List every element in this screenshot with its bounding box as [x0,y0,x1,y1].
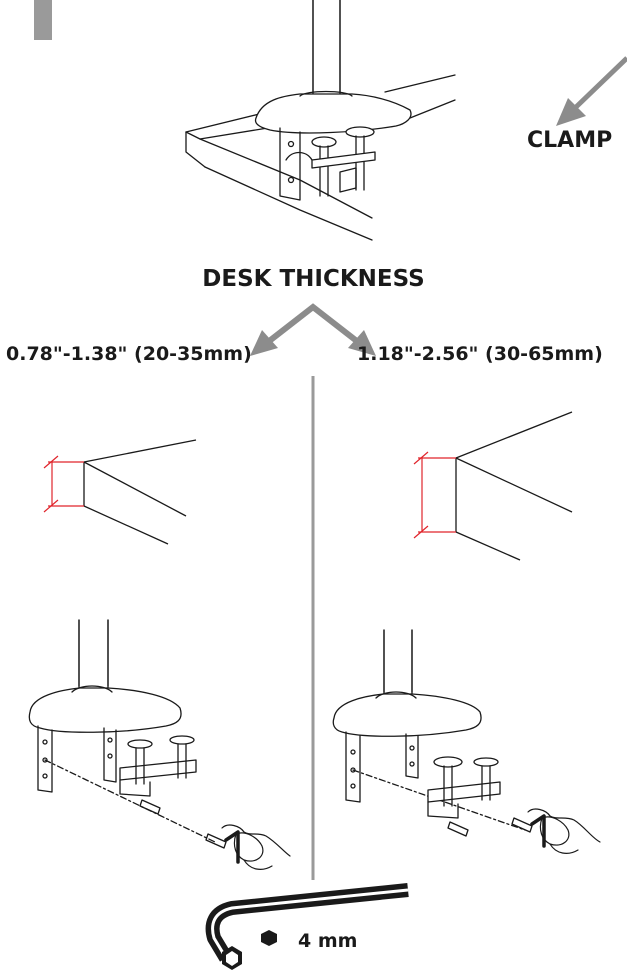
clamp-assembly-illustration [186,0,455,240]
hex-key-icon [213,890,408,970]
arrow-icon [556,58,627,126]
hex-key-size-label: 4 mm [298,930,358,952]
hand-icon [222,825,290,869]
arrow-icon [250,307,376,356]
clamp-assembly-illustration [333,630,544,846]
hexagon-icon [261,930,277,946]
clamp-assembly-illustration [29,620,238,862]
desk-thickness-title: DESK THICKNESS [202,266,425,292]
hand-icon [528,809,600,853]
step-marker-bar [34,0,52,40]
clamp-label: CLAMP [527,128,613,153]
desk-edge-illustration [44,440,196,544]
thickness-range-right: 1.18"-2.56" (30-65mm) [357,343,603,365]
desk-edge-illustration [414,412,572,560]
thickness-range-left: 0.78"-1.38" (20-35mm) [6,343,252,365]
